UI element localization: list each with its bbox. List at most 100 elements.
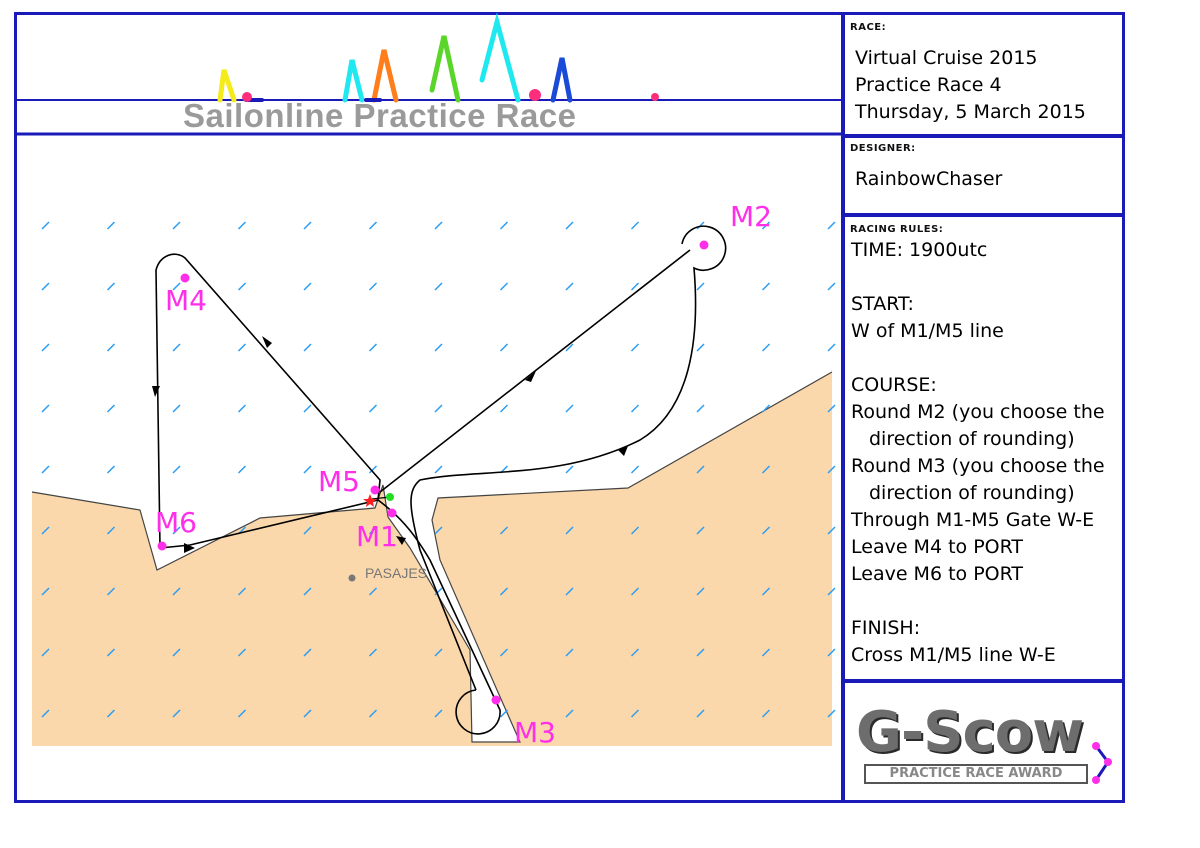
wind-arrow-icon — [368, 648, 378, 657]
wind-arrow-icon — [237, 648, 247, 657]
wind-arrow-icon — [696, 465, 705, 474]
mark-m4 — [180, 273, 190, 283]
wind-arrow-icon — [303, 587, 312, 596]
wind-arrow-icon — [41, 709, 50, 718]
wind-arrow-icon — [41, 221, 50, 230]
wind-arrow-icon — [172, 343, 181, 352]
wind-arrow-icon — [565, 526, 574, 535]
wind-arrow-icon — [630, 221, 640, 230]
banner-buoy — [242, 92, 252, 102]
wind-arrow-icon — [368, 526, 378, 535]
mark-m5 — [370, 485, 380, 495]
wind-arrow-icon — [237, 587, 247, 596]
wind-arrow-icon — [41, 282, 50, 291]
wind-arrow-icon — [761, 526, 771, 535]
rules-start-heading: START: — [851, 293, 914, 315]
wind-arrow-icon — [434, 587, 443, 596]
wind-arrow-icon — [106, 221, 116, 230]
wind-arrow-icon — [630, 587, 640, 596]
route-arrows — [152, 336, 628, 553]
wind-arrow-icon — [106, 343, 116, 352]
designer-name: RainbowChaser — [855, 168, 1003, 190]
wind-arrow-icon — [761, 282, 771, 291]
wind-arrow-icon — [565, 465, 574, 474]
wind-arrow-icon — [630, 404, 640, 413]
rules-finish-text: Cross M1/M5 line W-E — [851, 644, 1056, 666]
banner-buoy — [529, 89, 541, 101]
wind-arrow-icon — [827, 343, 836, 352]
wind-arrow-icon — [106, 648, 116, 657]
wind-arrow-icon — [172, 587, 181, 596]
rules-course-2a: Round M3 (you choose the — [851, 455, 1105, 477]
mark-label-m2: M2 — [730, 200, 772, 233]
banner-buoy — [651, 93, 659, 101]
wind-arrow-icon — [696, 526, 705, 535]
wind-arrow-icon — [761, 587, 771, 596]
wind-arrow-icon — [827, 465, 836, 474]
rules-start-text: W of M1/M5 line — [851, 320, 1004, 342]
award-panel — [842, 680, 1125, 803]
wind-arrow-icon — [106, 526, 116, 535]
rules-course-5: Leave M6 to PORT — [851, 563, 1024, 585]
wind-arrow-icon — [499, 221, 509, 230]
wind-arrow-icon — [303, 404, 312, 413]
wind-arrow-icon — [368, 282, 378, 291]
wind-arrow-icon — [237, 404, 247, 413]
mark-m2 — [699, 240, 709, 250]
start-star-icon — [363, 494, 377, 507]
wind-arrow-icon — [827, 404, 836, 413]
rules-course-1b: direction of rounding) — [869, 428, 1075, 450]
wind-arrow-icon — [303, 343, 312, 352]
wind-arrow-icon — [630, 343, 640, 352]
wind-arrow-icon — [827, 526, 836, 535]
wind-arrow-icon — [499, 587, 509, 596]
wind-arrow-icon — [499, 709, 509, 718]
race-name: Virtual Cruise 2015 — [855, 47, 1038, 69]
wind-arrow-icon — [434, 221, 443, 230]
wind-arrow-icon — [41, 526, 50, 535]
wind-arrow-icon — [368, 465, 378, 474]
rules-course-1a: Round M2 (you choose the — [851, 401, 1105, 423]
start-dot — [386, 493, 394, 501]
mark-m1 — [387, 508, 397, 518]
wind-arrow-icon — [237, 343, 247, 352]
wind-arrow-icon — [761, 343, 771, 352]
rules-course-3: Through M1-M5 Gate W-E — [851, 509, 1095, 531]
wind-arrow-icon — [172, 709, 181, 718]
mark-label-m6: M6 — [155, 506, 197, 539]
wind-arrow-icon — [696, 587, 705, 596]
wind-arrow-icon — [106, 587, 116, 596]
wind-arrow-icon — [172, 526, 181, 535]
banner-title: Sailonline Practice Race — [183, 97, 577, 134]
wind-arrow-icon — [41, 465, 50, 474]
place-label: PASAJES — [365, 565, 427, 581]
wind-arrow-icon — [696, 709, 705, 718]
wind-arrow-icon — [630, 648, 640, 657]
wind-arrow-icon — [827, 282, 836, 291]
award-subtitle: PRACTICE RACE AWARD — [864, 764, 1088, 784]
wind-arrow-icon — [434, 404, 443, 413]
wind-arrow-icon — [827, 587, 836, 596]
wind-field — [41, 221, 836, 718]
wind-arrow-icon — [41, 587, 50, 596]
wind-arrow-icon — [696, 343, 705, 352]
mark-label-m3: M3 — [514, 716, 556, 749]
wind-arrow-icon — [106, 282, 116, 291]
wind-arrow-icon — [565, 709, 574, 718]
wind-arrow-icon — [499, 648, 509, 657]
wind-arrow-icon — [696, 221, 705, 230]
wind-arrow-icon — [237, 282, 247, 291]
course-route — [155, 225, 727, 735]
rules-label: RACING RULES: — [850, 224, 944, 235]
wind-arrow-icon — [696, 648, 705, 657]
wind-arrow-icon — [434, 526, 443, 535]
rules-time: TIME: 1900utc — [851, 239, 988, 261]
award-title: G-Scow — [856, 700, 1084, 765]
wind-arrow-icon — [761, 221, 771, 230]
wind-arrow-icon — [172, 648, 181, 657]
wind-arrow-icon — [172, 404, 181, 413]
wind-arrow-icon — [434, 709, 443, 718]
wind-arrow-icon — [696, 282, 705, 291]
wind-arrow-icon — [696, 404, 705, 413]
